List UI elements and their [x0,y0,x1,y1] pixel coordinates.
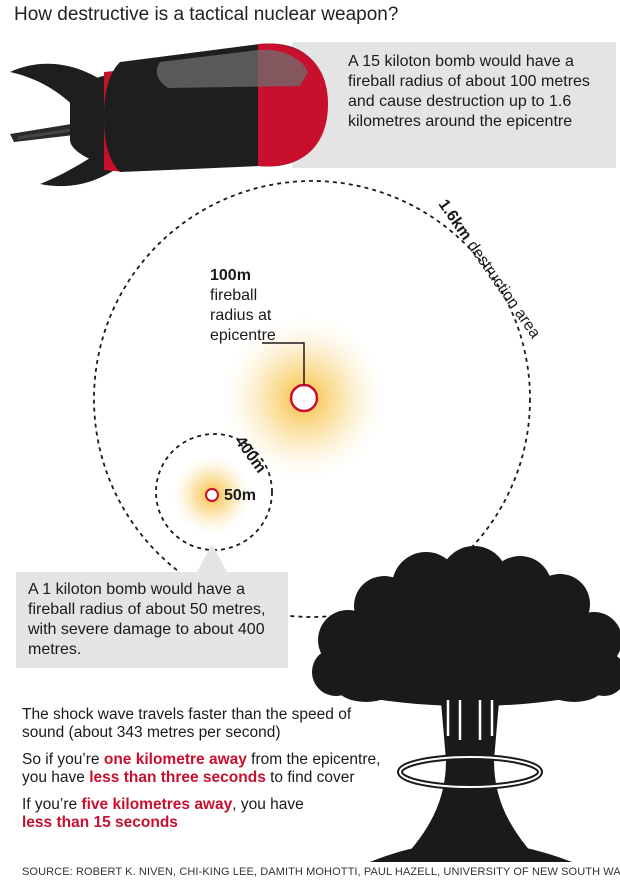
fact-text: So if you’re [22,751,104,768]
bomb-illustration [10,43,328,187]
info-text-15-kiloton: A 15 kiloton bomb would have a fireball … [348,53,590,130]
fact-one-kilometre: So if you’re one kilometre away from the… [22,751,382,787]
highlight-distance: five kilometres away [81,796,233,813]
destruction-text: destruction area [464,238,544,342]
destruction-area-label: 1.6kmdestruction area [435,197,544,342]
shockwave-facts: The shock wave travels faster than the s… [22,706,382,841]
highlight-time: less than three seconds [89,769,266,786]
fireball-marker-50m [205,488,219,502]
destruction-area-circle [93,180,531,618]
source-credit: SOURCE: ROBERT K. NIVEN, CHI-KING LEE, D… [22,866,620,878]
fact-speed-of-sound: The shock wave travels faster than the s… [22,706,352,741]
fact-five-kilometres: If you’re five kilometres away, you have… [22,796,382,832]
fireball-100m-leader [262,342,305,385]
fireball-marker-100m [289,383,319,413]
callout-pointer [196,544,228,574]
highlight-time: less than 15 seconds [22,814,178,831]
fireball-100m-line1: fireball [210,287,258,304]
mushroom-cloud-illustration [312,546,620,862]
fireball-100m-label: 100m fireball radius at epicentre [210,266,276,346]
fireball-100m-value: 100m [210,267,251,284]
highlight-distance: one kilometre away [103,751,247,768]
fact-text: from the epicentre, you have [22,751,381,786]
fireball-100m-line3: epicentre [210,327,276,344]
fact-text: to find cover [265,769,355,786]
fact-text: , you have [232,796,304,813]
fact-text: If you’re [22,796,82,813]
info-box-1-kiloton: A 1 kiloton bomb would have a fireball r… [16,572,288,668]
info-box-15-kiloton: A 15 kiloton bomb would have a fireball … [292,42,616,168]
destruction-value: 1.6km [435,197,475,244]
page-title: How destructive is a tactical nuclear we… [14,4,399,25]
info-text-1-kiloton: A 1 kiloton bomb would have a fireball r… [28,581,266,658]
fireball-100m-line2: radius at [210,307,272,324]
fireball-50m-label: 50m [224,487,257,504]
